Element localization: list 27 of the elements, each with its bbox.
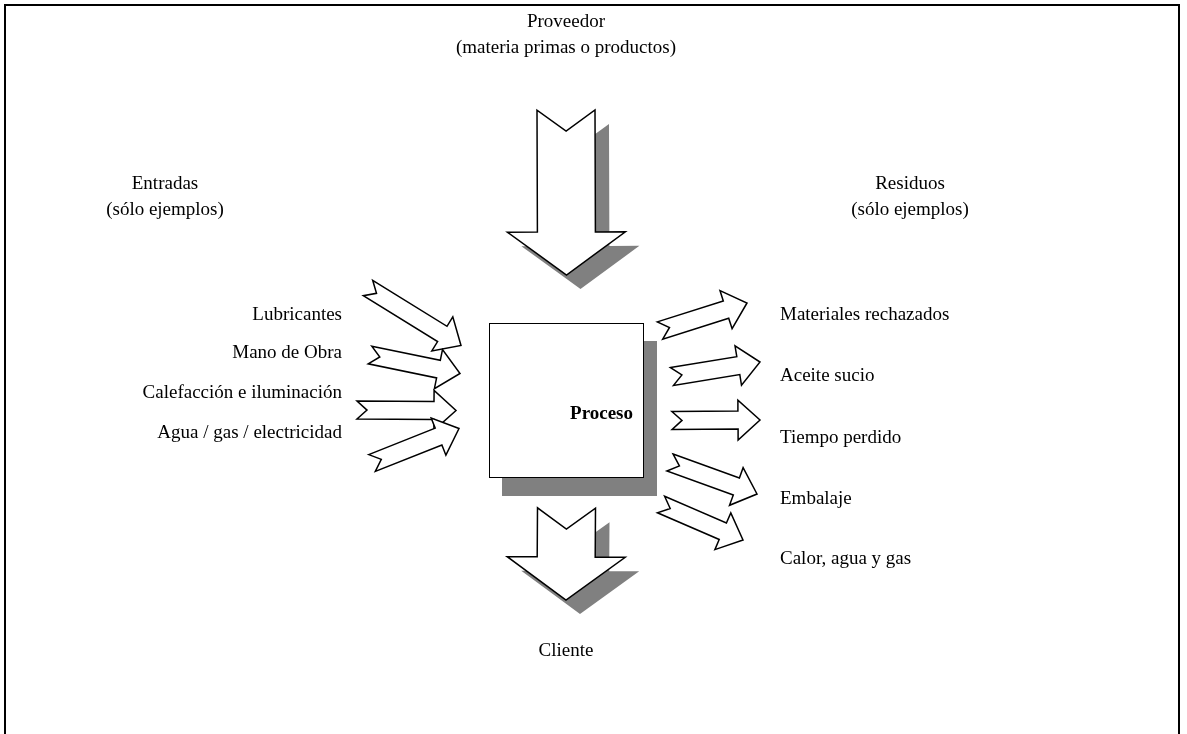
flow-label: Mano de Obra xyxy=(40,339,342,367)
node-heading: Proveedor xyxy=(525,9,607,33)
process-label: Proceso xyxy=(570,401,633,425)
block-arrow xyxy=(505,108,640,289)
flow-label: Materiales rechazados xyxy=(780,301,1080,329)
block-arrow xyxy=(366,416,461,473)
block-arrow xyxy=(668,344,762,388)
node-subtitle: (materia primas o productos) xyxy=(455,35,677,59)
block-arrow xyxy=(664,452,759,507)
group-heading: Residuos xyxy=(874,171,946,195)
block-arrow xyxy=(504,506,640,614)
flow-label: Agua / gas / electricidad xyxy=(40,419,342,447)
flow-label: Aceite sucio xyxy=(780,362,1080,390)
block-arrow xyxy=(366,345,462,391)
flow-label: Tiempo perdido xyxy=(780,424,1080,452)
block-arrow xyxy=(361,278,462,352)
group-note: (sólo ejemplos) xyxy=(105,197,225,221)
group-note: (sólo ejemplos) xyxy=(850,197,970,221)
block-arrow xyxy=(669,398,762,442)
flow-label: Cliente xyxy=(520,637,612,665)
group-heading: Entradas xyxy=(130,171,200,195)
flow-label: Lubricantes xyxy=(40,301,342,329)
block-arrow xyxy=(655,494,745,551)
flow-label: Calor, agua y gas xyxy=(780,545,1080,573)
flow-label: Embalaje xyxy=(780,485,1080,513)
block-arrow xyxy=(655,289,749,341)
flow-label: Calefacción e iluminación xyxy=(40,379,342,407)
